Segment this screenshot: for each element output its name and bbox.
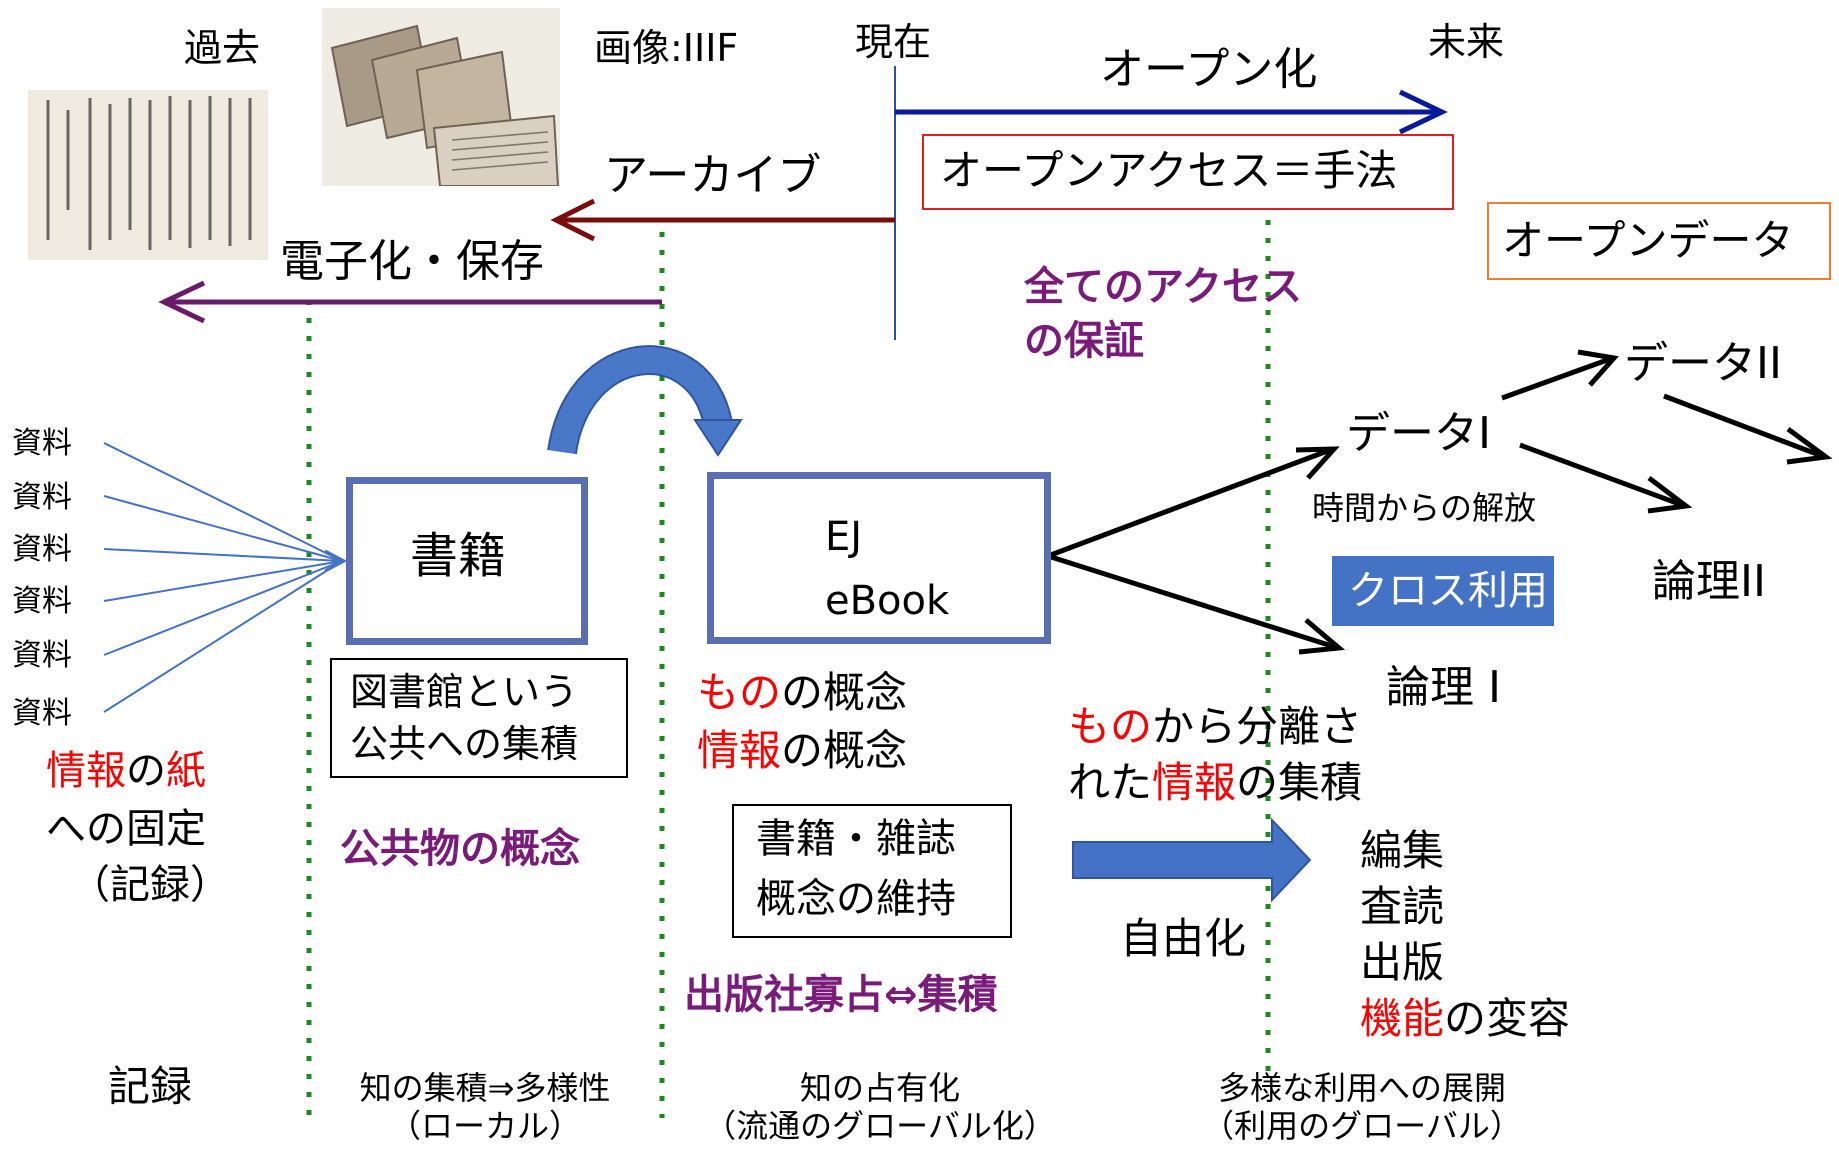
source-item: 資料 bbox=[12, 480, 72, 515]
function-publish: 出版 bbox=[1360, 938, 1445, 987]
ej-concept-emph: 情報 bbox=[697, 726, 782, 775]
ej-concept-emph: もの bbox=[697, 668, 782, 717]
books-box-label: 書籍 bbox=[410, 528, 507, 584]
digitize-arrow bbox=[158, 280, 662, 324]
separated-text: の集積 bbox=[1236, 758, 1363, 807]
open-arrow bbox=[895, 89, 1448, 135]
bottom-record: 記録 bbox=[108, 1062, 193, 1111]
data-1-label: データI bbox=[1346, 408, 1491, 459]
label-open-data: オープンデータ bbox=[1502, 216, 1794, 265]
function-change-text: の変容 bbox=[1444, 994, 1571, 1043]
label-access-guarantee-1: 全てのアクセス bbox=[1024, 264, 1302, 310]
ej-concept-text: の概念 bbox=[781, 668, 908, 717]
ej-branch-arrows bbox=[1047, 446, 1346, 655]
separated-line-2: れた情報の集積 bbox=[1068, 758, 1362, 808]
source-item: 資料 bbox=[12, 426, 72, 461]
ej-box-line-2: eBook bbox=[825, 578, 950, 624]
bottom-stage-3-line-1: 多様な利用への展開 bbox=[1217, 1069, 1506, 1107]
liberalize-arrow bbox=[1072, 817, 1312, 903]
source-item: 資料 bbox=[12, 638, 72, 673]
books-box bbox=[346, 477, 588, 645]
open-data-box bbox=[1487, 202, 1831, 280]
time-release-label: 時間からの解放 bbox=[1312, 489, 1537, 527]
cross-use-label: クロス利用 bbox=[1348, 568, 1548, 614]
cross-use-box bbox=[1332, 556, 1554, 626]
ej-box-line-1: EJ bbox=[825, 514, 863, 560]
liberalize-label: 自由化 bbox=[1120, 914, 1247, 963]
source-item: 資料 bbox=[12, 696, 72, 731]
separated-emph: もの bbox=[1068, 702, 1153, 751]
separated-text: から分離さ bbox=[1152, 702, 1363, 751]
archive-arrow bbox=[550, 198, 895, 242]
label-image-iiif: 画像:IIIF bbox=[594, 26, 739, 70]
manuscript-image bbox=[28, 90, 268, 260]
curved-transition-arrow bbox=[547, 345, 743, 457]
fixation-line-2: への固定 bbox=[46, 806, 206, 852]
fixation-word-no: の bbox=[126, 748, 166, 794]
label-future: 未来 bbox=[1428, 20, 1505, 64]
function-review: 査読 bbox=[1360, 882, 1445, 931]
ej-box bbox=[707, 472, 1051, 644]
bottom-stage-1: 知の集積⇒多様性 （ローカル） bbox=[318, 1069, 652, 1146]
logic-2-label: 論理II bbox=[1652, 556, 1766, 607]
bottom-stage-2-line-2: （流通のグローバル化） bbox=[704, 1106, 1056, 1145]
separated-emph: 情報 bbox=[1152, 758, 1237, 807]
label-archive: アーカイブ bbox=[604, 150, 822, 201]
bottom-stage-1-line-2: （ローカル） bbox=[388, 1106, 581, 1145]
ej-concept-text: の概念 bbox=[781, 726, 908, 775]
open-access-box bbox=[922, 134, 1454, 210]
ej-concept-line-2: 情報の概念 bbox=[697, 726, 907, 776]
source-arrowhead bbox=[324, 549, 348, 573]
label-open-access: オープンアクセス＝手法 bbox=[940, 146, 1398, 195]
publisher-label: 出版社寡占⇔集積 bbox=[684, 972, 998, 1018]
fixation-word-paper: 紙 bbox=[166, 748, 206, 794]
fixation-word-info: 情報 bbox=[46, 748, 126, 794]
public-concept-label: 公共物の概念 bbox=[340, 826, 580, 872]
data-branch-arrows bbox=[1501, 349, 1833, 514]
separated-line-1: ものから分離さ bbox=[1068, 702, 1362, 752]
label-open: オープン化 bbox=[1100, 44, 1318, 95]
function-change-emph: 機能 bbox=[1360, 994, 1445, 1043]
bottom-stage-2: 知の占有化 （流通のグローバル化） bbox=[690, 1069, 1070, 1146]
logic-1-label: 論理 I bbox=[1386, 662, 1501, 713]
label-past: 過去 bbox=[184, 26, 261, 70]
source-lines bbox=[103, 442, 343, 713]
label-present: 現在 bbox=[855, 20, 932, 64]
fixation-line-1: 情報の紙 bbox=[46, 748, 206, 795]
library-box bbox=[330, 658, 628, 778]
bottom-stage-3-line-2: （利用のグローバル） bbox=[1202, 1106, 1522, 1145]
library-box-line-2: 公共への集積 bbox=[350, 722, 579, 766]
maintain-box-line-1: 書籍・雑誌 bbox=[756, 816, 956, 862]
function-change: 機能の変容 bbox=[1360, 994, 1570, 1044]
label-access-guarantee-2: の保証 bbox=[1024, 318, 1144, 364]
library-box-line-1: 図書館という bbox=[350, 670, 579, 714]
fixation-line-3: （記録） bbox=[70, 862, 230, 908]
bottom-stage-2-line-1: 知の占有化 bbox=[799, 1069, 960, 1107]
label-digitize: 電子化・保存 bbox=[280, 236, 544, 287]
maintain-box bbox=[732, 804, 1012, 938]
separated-text: れた bbox=[1068, 758, 1153, 807]
source-item: 資料 bbox=[12, 532, 72, 567]
source-item: 資料 bbox=[12, 584, 72, 619]
bottom-stage-1-line-1: 知の集積⇒多様性 bbox=[359, 1069, 611, 1107]
bottom-stage-3: 多様な利用への展開 （利用のグローバル） bbox=[1172, 1069, 1552, 1146]
maintain-box-line-2: 概念の維持 bbox=[756, 876, 956, 922]
ej-concept-line-1: ものの概念 bbox=[697, 668, 907, 718]
data-2-label: データII bbox=[1624, 338, 1782, 389]
books-photo bbox=[322, 8, 560, 186]
function-edit: 編集 bbox=[1360, 826, 1445, 875]
